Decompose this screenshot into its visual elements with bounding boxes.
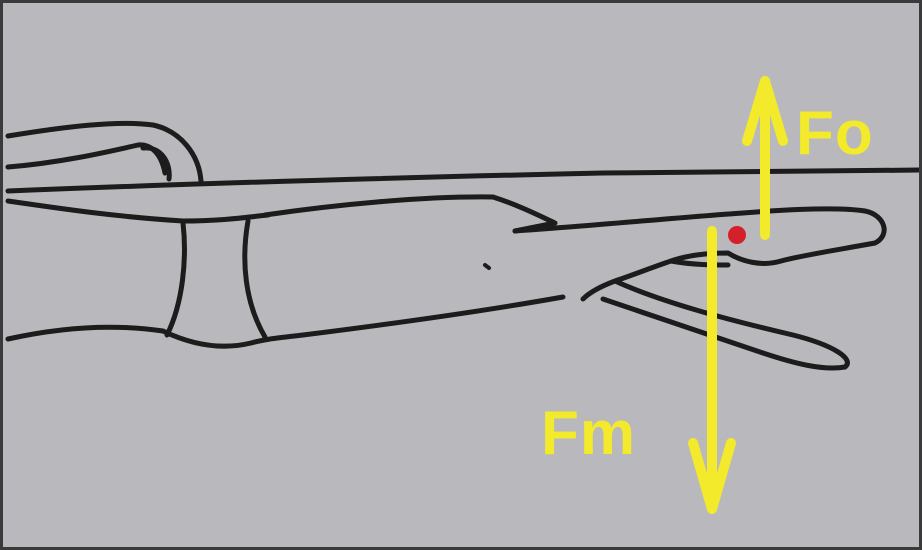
forearm-outline — [515, 209, 884, 264]
far-arm-outline — [8, 123, 201, 181]
torso-outline — [8, 201, 563, 346]
pivot-point-dot — [728, 226, 746, 244]
downward-force-label: Fm — [541, 403, 636, 465]
swimmer-diagram — [3, 3, 922, 550]
water-surface-line — [8, 170, 922, 191]
swimsuit-band-back — [245, 221, 265, 337]
body-mark — [485, 265, 489, 268]
upward-force-label: Fo — [796, 103, 874, 165]
downward-force-arrow — [693, 231, 731, 509]
swimsuit-band-front — [167, 223, 184, 335]
upper-arm-outline — [265, 197, 555, 231]
